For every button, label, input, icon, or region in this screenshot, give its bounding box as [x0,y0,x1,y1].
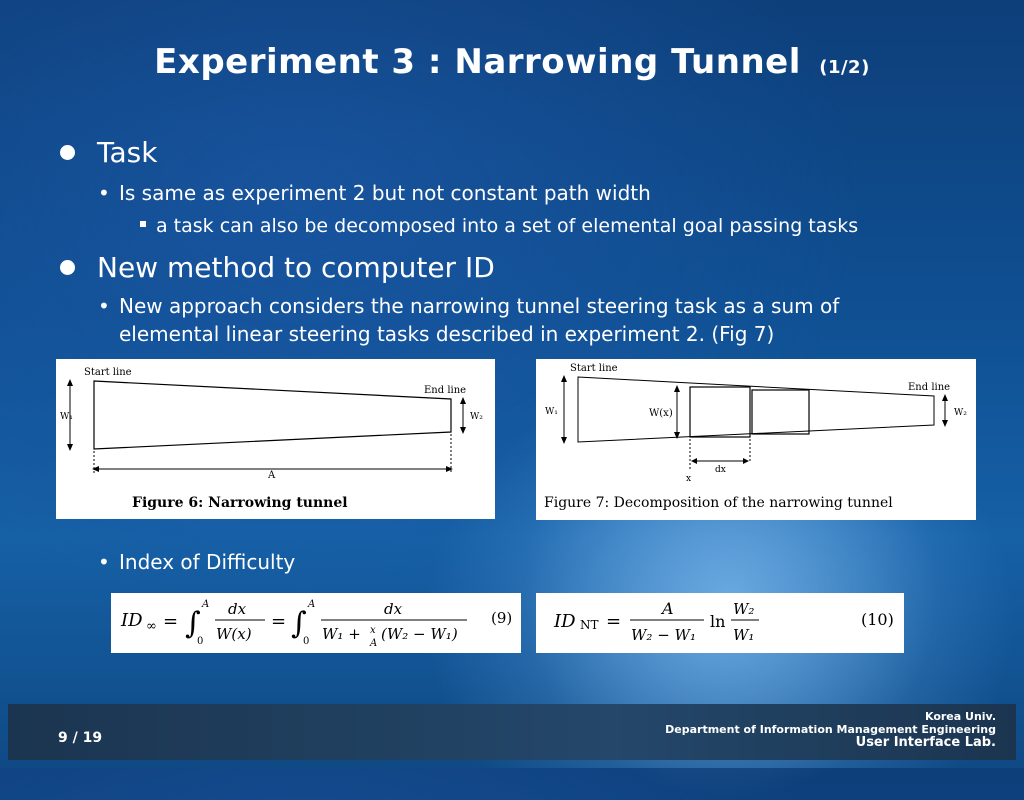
footer-lab: User Interface Lab. [855,735,996,750]
equation-9-number: (9) [491,609,512,627]
bullet-square-icon [140,220,146,227]
svg-text:∞: ∞ [146,619,157,634]
bullet-task-sub-text: Is same as experiment 2 but not constant… [119,181,651,205]
svg-text:=: = [606,611,621,632]
svg-text:ID: ID [553,611,576,632]
footer-univ: Korea Univ. [924,710,996,723]
equation-10-number: (10) [861,610,894,629]
fig7-x-label: x [686,474,691,484]
svg-text:∫: ∫ [291,606,307,641]
bullet-small-dot-icon: • [98,550,110,574]
bullet-task-sub: • Is same as experiment 2 but not consta… [98,179,651,207]
bullet-small-dot-icon: • [98,294,110,318]
svg-text:ID: ID [120,610,143,631]
svg-text:x: x [370,625,376,636]
fig7-w1-label: W₁ [545,407,558,417]
equation-10: ID NT = A W₂ − W₁ ln W₂ W₁ (10) [536,593,904,653]
fig6-w1-label: W₁ [60,412,73,422]
bullet-task-subsub-text: a task can also be decomposed into a set… [156,215,859,237]
svg-text:A: A [307,599,315,610]
svg-text:W₂: W₂ [733,600,754,618]
bullet-difficulty: • Index of Difficulty [98,548,295,576]
bullet-method-sub-line1: New approach considers the narrowing tun… [119,294,840,318]
svg-text:0: 0 [197,636,203,647]
equation-10-formula: ID NT = A W₂ − W₁ ln W₂ W₁ [553,599,759,644]
bullet-task-subsub: a task can also be decomposed into a set… [140,215,858,237]
svg-text:A: A [660,599,674,618]
svg-text:dx: dx [384,600,403,618]
footer-credits: Korea Univ. Department of Information Ma… [665,710,996,749]
equation-9: ID ∞ = ∫ A 0 dx W(x) = ∫ A 0 dx W₁ + x A… [111,593,521,653]
svg-text:W(x): W(x) [216,625,252,643]
bullet-difficulty-text: Index of Difficulty [119,550,296,574]
fig6-caption: Figure 6: Narrowing tunnel [132,495,348,511]
bullet-method-label: New method to computer ID [97,251,495,284]
svg-text:W₁: W₁ [733,626,754,644]
svg-text:∫: ∫ [185,606,201,641]
bullet-method: New method to computer ID [60,251,495,284]
svg-text:NT: NT [580,618,599,632]
footer-dept: Department of Information Management Eng… [665,723,996,736]
fig7-w2-label: W₂ [954,408,967,418]
page-number: 9 / 19 [58,730,103,746]
slide-title: Experiment 3 : Narrowing Tunnel (1/2) [0,42,1024,82]
fig6-start-line-label: Start line [84,367,132,378]
figure-6: Start line End line W₁ W₂ A Figure 6: Na… [56,359,495,519]
bullet-dot-icon [60,260,75,275]
svg-text:=: = [271,611,286,632]
bullet-method-sub-line2: elemental linear steering tasks describe… [119,322,775,346]
fig6-w2-label: W₂ [470,412,483,422]
slide-title-text: Experiment 3 : Narrowing Tunnel [154,42,801,82]
bullet-method-sub: • New approach considers the narrowing t… [98,292,839,348]
fig7-end-line-label: End line [908,382,950,393]
slide-title-suffix: (1/2) [819,57,870,78]
svg-text:(W₂ − W₁): (W₂ − W₁) [381,625,458,643]
svg-text:=: = [163,611,178,632]
equation-9-formula: ID ∞ = ∫ A 0 dx W(x) = ∫ A 0 dx W₁ + x A… [120,599,467,649]
figure-7: Start line End line W₁ W(x) W₂ dx x Figu… [536,359,976,520]
fig6-a-label: A [267,470,276,481]
svg-text:ln: ln [710,612,725,631]
fig7-dx-label: dx [715,465,726,475]
svg-text:A: A [201,599,209,610]
bullet-small-dot-icon: • [98,181,110,205]
svg-text:0: 0 [303,636,309,647]
bullet-task-label: Task [97,136,158,169]
svg-text:W₁ +: W₁ + [322,625,361,643]
fig7-wx-label: W(x) [649,408,673,419]
bullet-dot-icon [60,145,75,160]
bullet-task: Task [60,136,157,169]
fig6-end-line-label: End line [424,385,466,396]
fig7-caption: Figure 7: Decomposition of the narrowing… [544,495,893,511]
fig7-start-line-label: Start line [570,363,618,374]
footer-bar: 9 / 19 Korea Univ. Department of Informa… [8,704,1016,760]
svg-text:A: A [369,638,377,649]
svg-text:dx: dx [228,600,247,618]
svg-text:W₂ − W₁: W₂ − W₁ [631,626,696,644]
